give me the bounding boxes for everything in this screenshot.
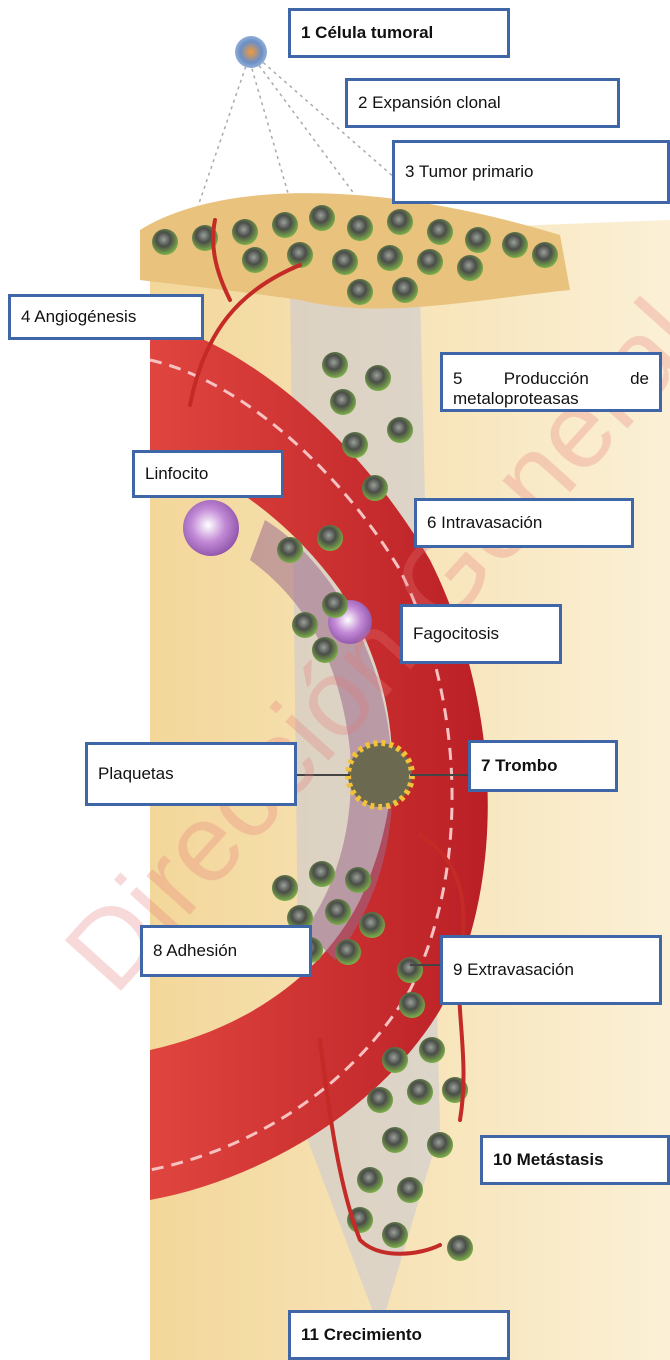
label-linfocito: Linfocito [132, 450, 284, 498]
label-celula-tumoral: 1 Célula tumoral [288, 8, 510, 58]
label-metastasis: 10 Metástasis [480, 1135, 670, 1185]
lymphocyte-icon [183, 500, 239, 556]
label-intravasacion: 6 Intravasación [414, 498, 634, 548]
label-fagocitosis: Fagocitosis [400, 604, 562, 664]
tumor-cell-icon [235, 36, 267, 68]
label-trombo: 7 Trombo [468, 740, 618, 792]
thrombus-icon [348, 743, 412, 807]
label-plaquetas: Plaquetas [85, 742, 297, 806]
label-crecimiento: 11 Crecimiento [288, 1310, 510, 1360]
label-tumor-primario: 3 Tumor primario [392, 140, 670, 204]
label-adhesion: 8 Adhesión [140, 925, 312, 977]
label-angiogenesis: 4 Angiogénesis [8, 294, 204, 340]
label-metaloproteasas: 5 Producción de metaloproteasas [440, 352, 662, 412]
label-extravasacion: 9 Extravasación [440, 935, 662, 1005]
label-expansion-clonal: 2 Expansión clonal [345, 78, 620, 128]
